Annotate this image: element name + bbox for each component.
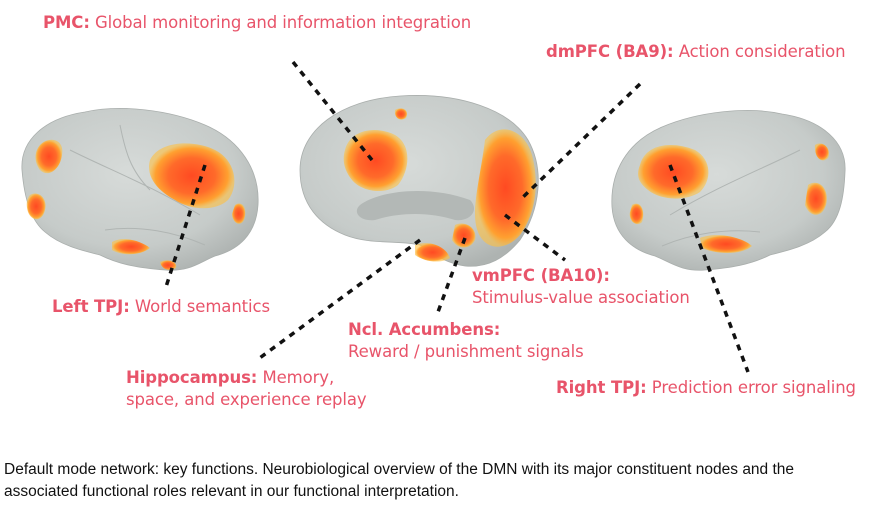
sulcus-line bbox=[669, 149, 801, 216]
dmpfc-label: dmPFC (BA9): Action consideration bbox=[546, 41, 846, 63]
left-tpj-activation bbox=[149, 143, 235, 209]
region-name: vmPFC (BA10): bbox=[472, 266, 610, 285]
dmpfc-leader-line bbox=[518, 82, 642, 202]
medial-hemisphere bbox=[299, 95, 539, 267]
region-function: Reward / punishment signals bbox=[348, 341, 584, 361]
region-function: Action consideration bbox=[678, 42, 846, 61]
pmc-leader-line bbox=[291, 60, 374, 162]
region-function: Stimulus-value association bbox=[472, 287, 690, 307]
right-tpj-activation bbox=[638, 145, 709, 199]
sulcus-line bbox=[661, 230, 761, 247]
ncl-accumbens-leader-line bbox=[436, 237, 467, 313]
corpus-callosum bbox=[356, 190, 475, 221]
temporal-activation bbox=[160, 260, 177, 270]
dorsal-activation bbox=[394, 108, 408, 120]
region-function: Global monitoring and information integr… bbox=[94, 13, 472, 32]
hippocampus-label: Hippocampus: Memory, space, and experien… bbox=[126, 367, 367, 411]
sulcus-line bbox=[69, 149, 201, 216]
vmpfc-leader-line bbox=[503, 213, 567, 262]
region-name: dmPFC (BA9): bbox=[546, 42, 674, 61]
ncl-accumbens-activation bbox=[452, 223, 476, 248]
dmn-figure: PMC: Global monitoring and information i… bbox=[21, 12, 856, 411]
region-function: World semantics bbox=[134, 297, 271, 316]
temporal-activation bbox=[112, 239, 150, 255]
region-function-continued: space, and experience replay bbox=[126, 389, 367, 409]
vmpfc-label: vmPFC (BA10): Stimulus-value association bbox=[472, 265, 690, 309]
left-tpj-label: Left TPJ: World semantics bbox=[52, 296, 270, 318]
temporal-activation bbox=[700, 235, 752, 253]
hippocampal-activation bbox=[415, 243, 450, 262]
right-tpj-leader-line bbox=[668, 164, 750, 373]
region-name: Right TPJ: bbox=[556, 378, 647, 397]
pmc-activation bbox=[343, 130, 408, 192]
region-name: Hippocampus: bbox=[126, 368, 258, 387]
region-function: Prediction error signaling bbox=[651, 378, 856, 397]
figure-caption: Default mode network: key functions. Neu… bbox=[4, 461, 795, 500]
frontal-activation bbox=[805, 182, 827, 215]
region-name: Left TPJ: bbox=[52, 297, 130, 316]
parietal-activation bbox=[629, 203, 644, 225]
sulcus-line bbox=[104, 227, 206, 246]
left-tpj-leader-line bbox=[163, 164, 207, 291]
pmc-label: PMC: Global monitoring and information i… bbox=[43, 12, 471, 34]
region-function: Memory, bbox=[262, 368, 335, 387]
frontal-activation bbox=[35, 139, 63, 174]
region-name: PMC: bbox=[43, 13, 90, 32]
sulcus-line bbox=[119, 124, 151, 191]
frontal-activation bbox=[26, 193, 46, 220]
right-tpj-label: Right TPJ: Prediction error signaling bbox=[556, 377, 856, 399]
left-lateral-hemisphere bbox=[21, 108, 259, 271]
mpfc-activation bbox=[475, 129, 536, 247]
brain-illustrations bbox=[21, 60, 846, 373]
frontal-activation bbox=[814, 143, 829, 161]
region-name: Ncl. Accumbens: bbox=[348, 320, 501, 339]
right-lateral-hemisphere bbox=[611, 110, 846, 271]
ncl-accumbens-label: Ncl. Accumbens: Reward / punishment sign… bbox=[348, 319, 584, 363]
hippocampus-leader-line bbox=[255, 238, 422, 362]
leader-lines bbox=[163, 60, 750, 373]
parietal-activation bbox=[232, 203, 246, 224]
